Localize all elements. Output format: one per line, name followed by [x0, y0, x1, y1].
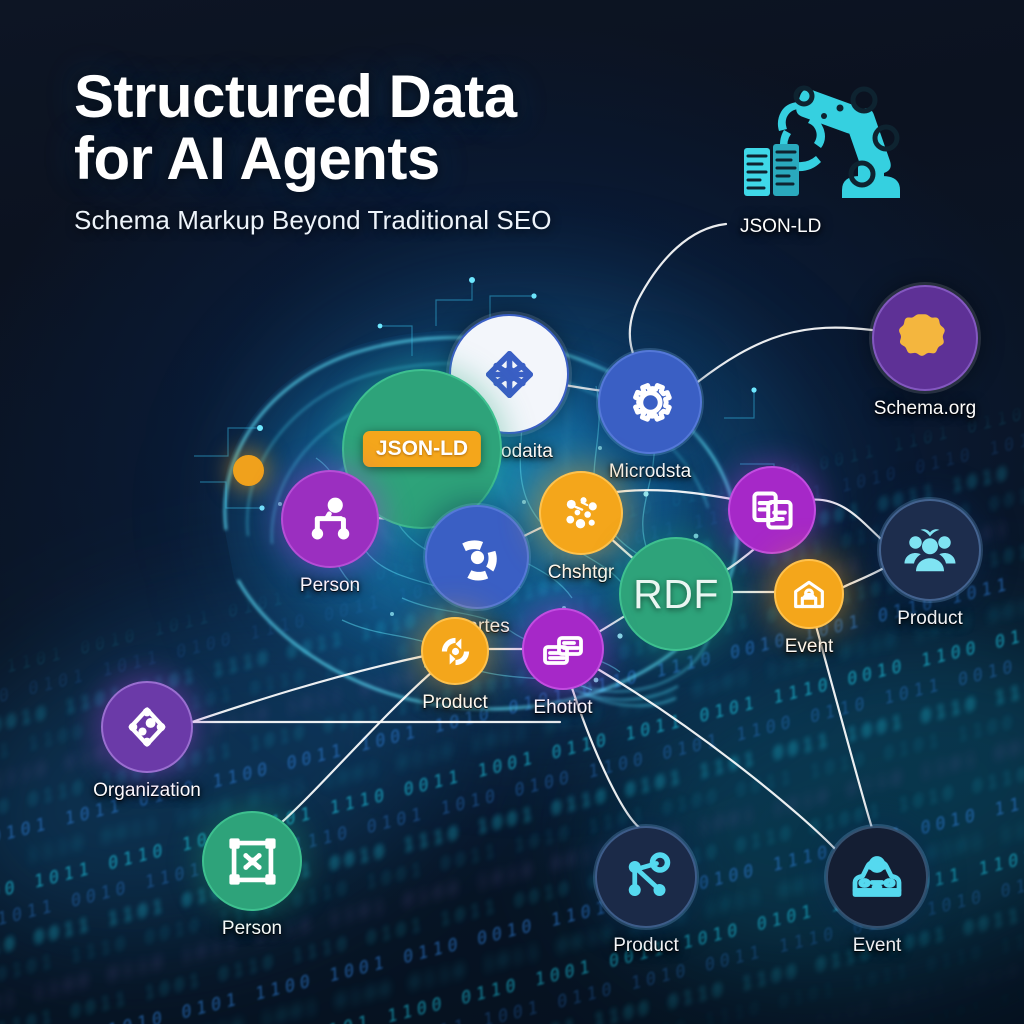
node-text-rdf: RDF	[633, 570, 719, 617]
hierarchy-icon	[302, 491, 359, 548]
document-copy-icon	[747, 485, 798, 536]
graph-nodes-icon	[616, 847, 676, 907]
title-line-2: for AI Agents	[74, 125, 440, 193]
node-disc[interactable]	[728, 466, 816, 554]
node-event-orange[interactable]: Event	[774, 559, 844, 658]
node-person-purple[interactable]: Person	[281, 470, 379, 597]
node-disc[interactable]	[595, 826, 697, 928]
refresh-circle-icon	[436, 632, 475, 671]
node-badge-json-ld: JSON-LD	[362, 431, 482, 467]
node-copy-magenta[interactable]	[728, 466, 816, 554]
node-schemaorg-purple[interactable]: Schema.org	[872, 285, 978, 420]
people-group-icon	[900, 520, 960, 580]
node-disc[interactable]	[879, 499, 981, 601]
cluster-dots-icon	[557, 489, 606, 538]
node-disc[interactable]	[598, 350, 702, 454]
node-disc[interactable]	[872, 285, 978, 391]
node-person-green[interactable]: Person	[202, 811, 302, 940]
network-mesh-icon	[474, 339, 545, 410]
accent-dot-orange	[233, 455, 264, 486]
boxed-network-icon	[223, 832, 282, 891]
node-label: Product	[613, 935, 679, 956]
page-title: Structured Data for AI Agents	[74, 63, 714, 193]
node-product-orange[interactable]: Product	[421, 617, 489, 714]
node-label: Person	[221, 918, 283, 939]
node-disc[interactable]	[101, 681, 193, 773]
node-product-people[interactable]: Product	[879, 499, 981, 630]
page-subtitle: Schema Markup Beyond Traditional SEO	[74, 204, 552, 235]
node-label: Schema.org	[873, 398, 977, 419]
node-endpoint-purple[interactable]: Ehotiot	[522, 608, 604, 719]
node-label: Product	[422, 692, 488, 713]
node-label: Chshtgr	[547, 562, 615, 583]
node-cluster-orange[interactable]: Chshtgr	[539, 471, 623, 584]
node-product-graph[interactable]: Product	[595, 826, 697, 957]
node-organization[interactable]: Organization	[93, 681, 201, 802]
node-label: Event	[852, 935, 902, 956]
node-rdf-green[interactable]: RDF	[619, 537, 733, 651]
node-disc[interactable]	[202, 811, 302, 911]
page-heading: Structured Data for AI Agents Schema Mar…	[74, 63, 714, 236]
node-label: Microdsta	[608, 461, 692, 482]
node-disc[interactable]: RDF	[619, 537, 733, 651]
node-label: Organization	[93, 780, 201, 801]
node-disc[interactable]	[281, 470, 379, 568]
node-microdata-gear[interactable]: Microdsta	[598, 350, 702, 483]
callout-label-json-ld: JSON-LD	[740, 216, 822, 237]
node-disc[interactable]	[425, 505, 529, 609]
gear-flower-icon	[894, 307, 956, 369]
node-disc[interactable]	[774, 559, 844, 629]
node-disc[interactable]	[826, 826, 928, 928]
network-diamond-icon	[120, 700, 174, 754]
node-label: Ehotiot	[533, 697, 593, 718]
node-label: Product	[897, 608, 963, 629]
document-stack-icon	[744, 144, 799, 196]
node-disc[interactable]	[539, 471, 623, 555]
car-icon	[847, 847, 907, 907]
node-label: Person	[299, 575, 361, 596]
node-event-car[interactable]: Event	[826, 826, 928, 957]
node-label: Event	[784, 636, 834, 657]
propeller-icon	[447, 527, 508, 588]
warehouse-icon	[789, 574, 829, 614]
node-disc[interactable]	[522, 608, 604, 690]
title-line-1: Structured Data	[74, 63, 517, 130]
node-disc[interactable]	[421, 617, 489, 685]
gear-icon	[620, 372, 681, 433]
robot-arm-icon	[736, 72, 916, 212]
layers-stack-icon	[539, 625, 587, 673]
